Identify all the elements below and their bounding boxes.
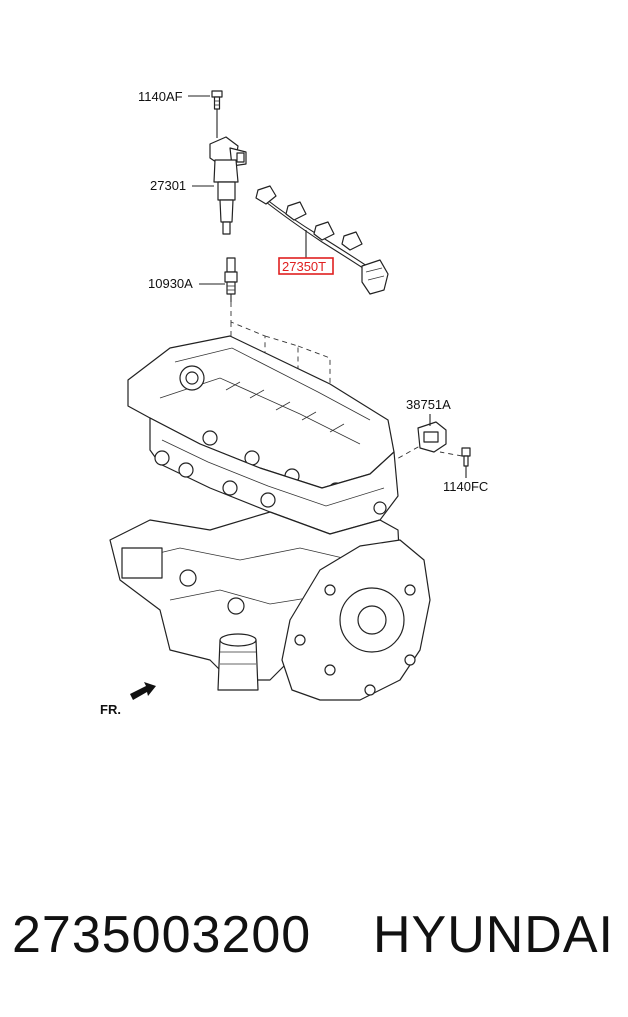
brand-name: HYUNDAI (372, 906, 614, 964)
callout-1140af: 1140AF (138, 89, 183, 104)
callout-10930a: 10930A (148, 276, 193, 291)
spark-plug-10930a (199, 257, 238, 302)
part-number: 2735003200 (12, 906, 312, 964)
wiring-harness-27350t (255, 185, 389, 295)
highlight-box (278, 257, 334, 275)
sensor-38751a (417, 414, 447, 453)
bolt-1140af (188, 90, 223, 138)
callout-27301: 27301 (150, 178, 186, 193)
front-label: FR. (100, 702, 121, 717)
front-arrow (130, 682, 156, 700)
callout-1140fc: 1140FC (443, 479, 488, 494)
callout-38751a: 38751A (406, 397, 451, 412)
exploded-parts-diagram: 1140AF 27301 27350T 10930A 38751A 1140FC… (100, 89, 488, 717)
bolt-1140fc (461, 447, 471, 478)
ignition-coil-27301 (192, 136, 247, 235)
callout-27350t: 27350T (282, 259, 326, 274)
engine-block (109, 335, 431, 701)
